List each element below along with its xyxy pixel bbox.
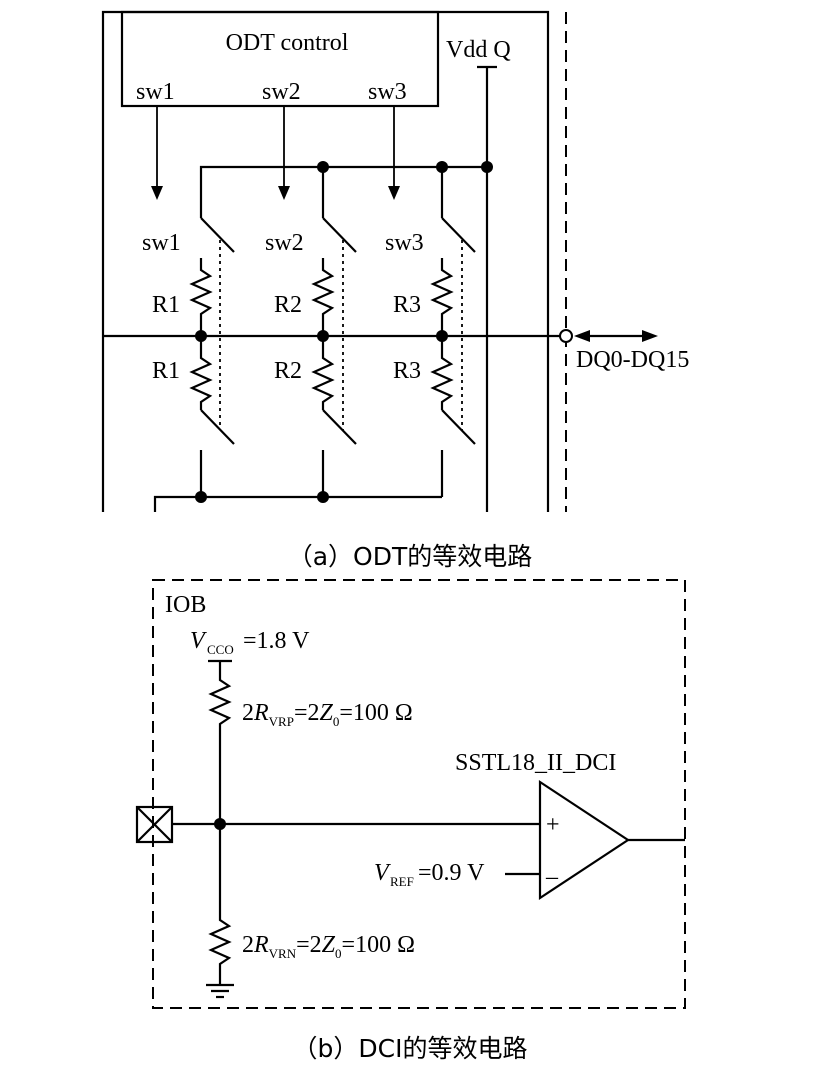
vddq-label: Vdd Q (446, 37, 511, 63)
resistor-r1-upper (189, 258, 213, 322)
dci-circuit: IOB V CCO =1.8 V 2RVRP=2Z0=100 Ω 2RVRN=2… (135, 579, 686, 1063)
ctrl-sw2-label: sw2 (262, 79, 301, 105)
r2-upper-label: R2 (274, 292, 302, 318)
bottom-node-1 (195, 491, 207, 503)
resistor-r2-upper (311, 258, 335, 322)
comparator-minus: – (545, 864, 559, 890)
switch-sw3-upper (441, 217, 476, 253)
dq-node-3 (436, 330, 448, 342)
switch-sw2-label: sw2 (265, 230, 304, 256)
io-pad-cross-b (136, 806, 173, 843)
resistor-r3-upper (430, 258, 454, 322)
r1-lower-label: R1 (152, 358, 180, 384)
caption-b: （b）DCI的等效电路 (293, 1034, 528, 1063)
r2-lower-label: R2 (274, 358, 302, 384)
dq-arrow-left (574, 330, 590, 342)
bus-node-3 (436, 161, 448, 173)
vref-v: V (374, 860, 391, 886)
resistor-rvrp (208, 661, 232, 824)
vcco-value: =1.8 V (243, 628, 310, 654)
vref-value: =0.9 V (418, 860, 485, 886)
switch-sw1-upper (200, 217, 235, 253)
switch-sw2-lower (322, 409, 357, 445)
ctrl-sw1-label: sw1 (136, 79, 175, 105)
bus-node-vddq (481, 161, 493, 173)
switch-sw1-lower (200, 409, 235, 445)
resistor-r3-lower (430, 350, 454, 410)
buffer-name: SSTL18_II_DCI (455, 750, 616, 776)
ctrl-sw3-arrow (388, 186, 400, 200)
ctrl-sw1-arrow (151, 186, 163, 200)
vref-sub: REF (390, 874, 414, 889)
bottom-bus (153, 495, 442, 512)
odt-circuit: ODT control sw1 sw2 sw3 Vdd Q sw1 sw2 sw… (101, 10, 689, 571)
vcco-v: V (190, 628, 207, 654)
r1-upper-label: R1 (152, 292, 180, 318)
dq-pin (559, 329, 573, 343)
dq-arrow-right (642, 330, 658, 342)
switch-sw3-label: sw3 (385, 230, 424, 256)
comparator (538, 779, 630, 901)
dq-label: DQ0-DQ15 (576, 347, 689, 373)
odt-control-label: ODT control (226, 30, 349, 56)
caption-a: （a）ODT的等效电路 (288, 542, 533, 571)
ctrl-sw3-label: sw3 (368, 79, 407, 105)
dq-node-1 (195, 330, 207, 342)
r3-upper-label: R3 (393, 292, 421, 318)
switch-sw3-lower (441, 409, 476, 445)
odt-control-block (120, 10, 440, 108)
bus-node-2 (317, 161, 329, 173)
iob-label: IOB (165, 592, 206, 618)
r3-lower-label: R3 (393, 358, 421, 384)
resistor-r1-lower (189, 350, 213, 410)
dq-node-2 (317, 330, 329, 342)
rvrn-label: 2RVRN=2Z0=100 Ω (242, 932, 415, 961)
rvrp-label: 2RVRP=2Z0=100 Ω (242, 700, 413, 729)
bottom-node-2 (317, 491, 329, 503)
ctrl-sw2-arrow (278, 186, 290, 200)
top-bus (199, 165, 487, 218)
comparator-plus: + (546, 812, 560, 838)
iob-boundary (152, 579, 686, 1009)
switch-sw1-label: sw1 (142, 230, 181, 256)
vcco-sub: CCO (207, 642, 234, 657)
resistor-r2-lower (311, 350, 335, 410)
resistor-rvrn (208, 824, 232, 985)
switch-sw2-upper (322, 217, 357, 253)
